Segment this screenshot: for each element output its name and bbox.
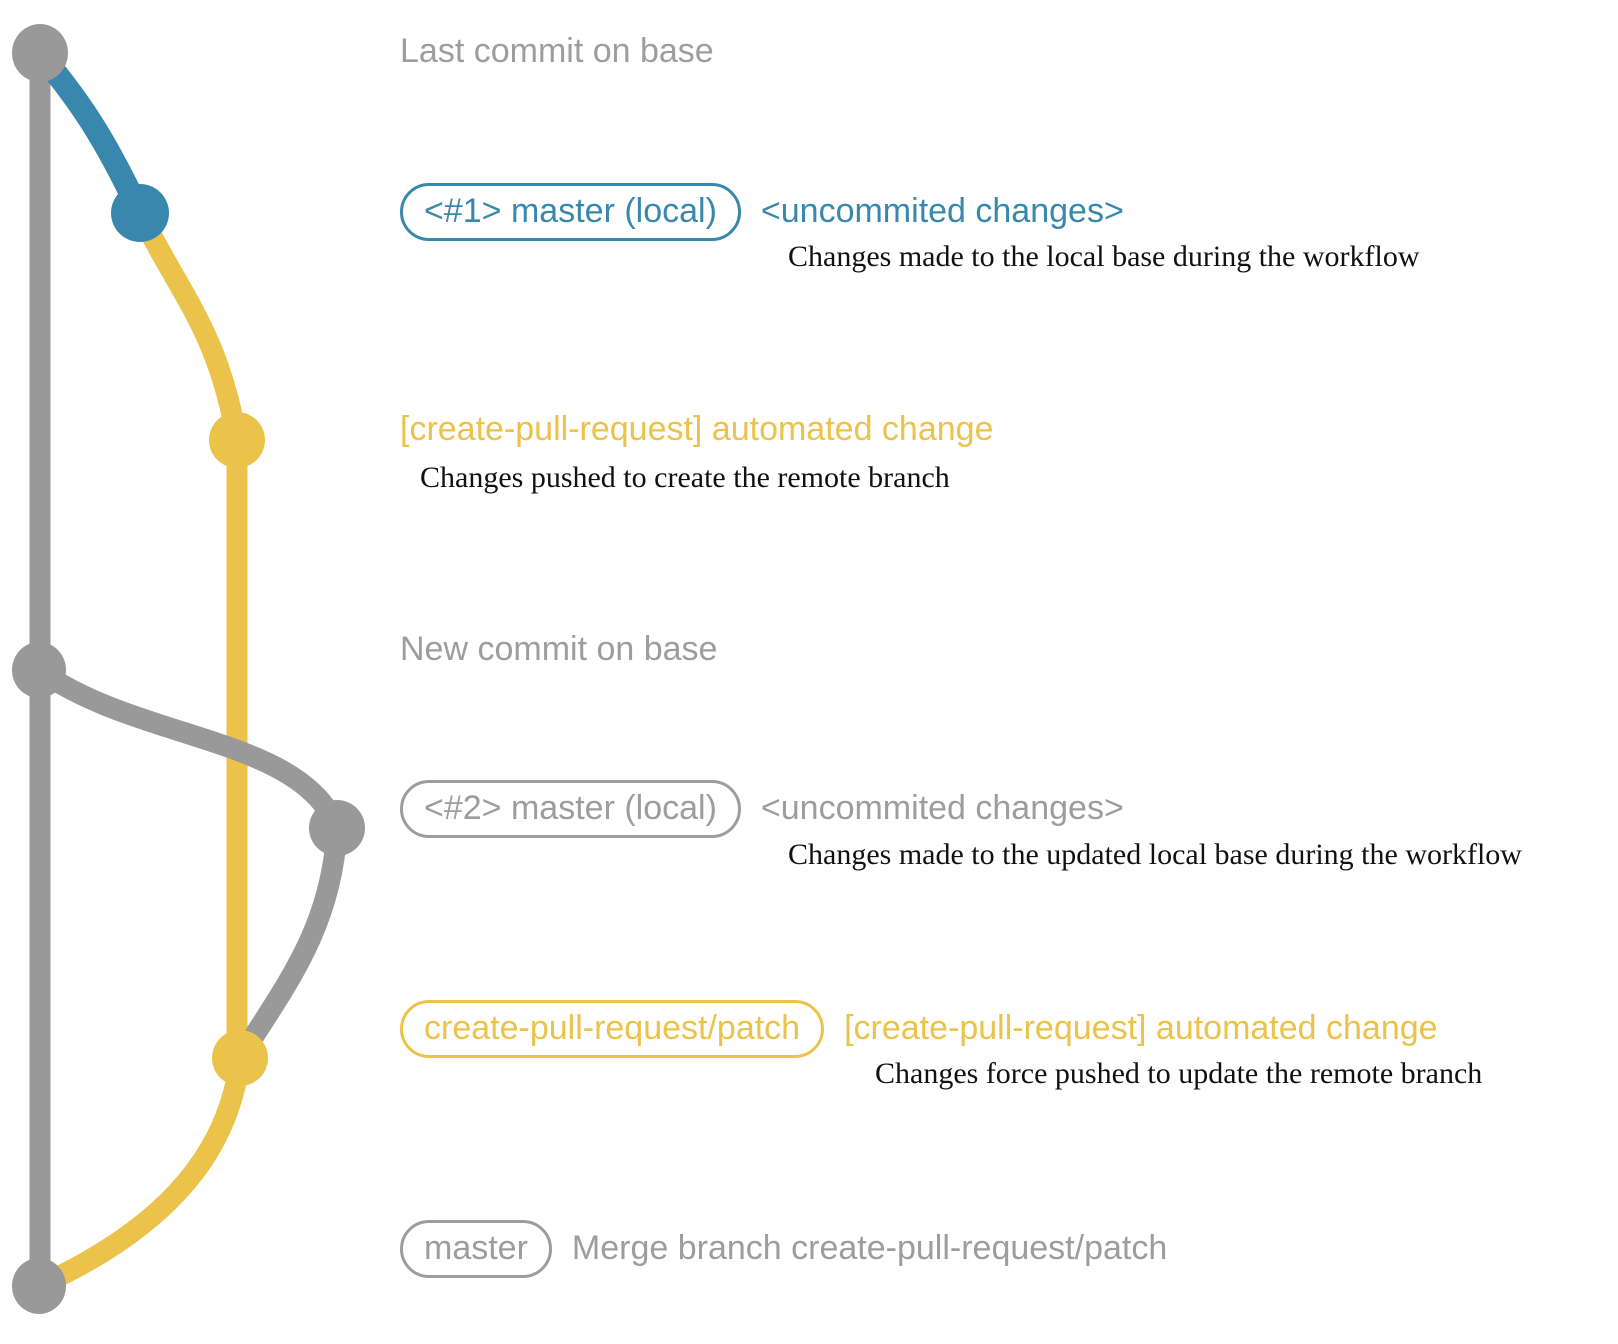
local-commit-2-dot bbox=[309, 800, 365, 856]
force-push-edge bbox=[231, 827, 348, 1064]
commit1-description: Changes made to the local base during th… bbox=[788, 240, 1420, 273]
commit2-row: <#2> master (local) <uncommited changes> bbox=[400, 780, 1124, 838]
last-commit-on-base-dot bbox=[12, 24, 68, 82]
patch-commit-1-dot bbox=[209, 412, 265, 468]
badge-master: master bbox=[400, 1220, 552, 1278]
patch-commit-2-dot bbox=[212, 1030, 268, 1086]
last-commit-label: Last commit on base bbox=[400, 32, 714, 70]
badge-master-local-1: <#1> master (local) bbox=[400, 183, 741, 241]
badge-create-pull-request-patch: create-pull-request/patch bbox=[400, 1000, 825, 1058]
push2-title: [create-pull-request] automated change bbox=[844, 1009, 1438, 1048]
commit2-description: Changes made to the updated local base d… bbox=[788, 838, 1522, 871]
badge-master-local-2: <#2> master (local) bbox=[400, 780, 741, 838]
merge-row: master Merge branch create-pull-request/… bbox=[400, 1220, 1167, 1278]
local-commit-1-dot bbox=[111, 184, 169, 242]
merge-commit-label: Merge branch create-pull-request/patch bbox=[571, 1229, 1168, 1268]
new-commit-label: New commit on base bbox=[400, 630, 718, 668]
patch-branch-create-edge bbox=[130, 208, 248, 442]
local-change-2-edge bbox=[32, 661, 347, 833]
merge-edge bbox=[34, 1056, 251, 1296]
push2-description: Changes force pushed to update the remot… bbox=[875, 1057, 1483, 1090]
merge-commit-dot bbox=[12, 1258, 66, 1314]
push1-title: [create-pull-request] automated change bbox=[400, 410, 994, 448]
new-commit-on-base-dot bbox=[12, 642, 66, 698]
push2-row: create-pull-request/patch [create-pull-r… bbox=[400, 1000, 1438, 1058]
uncommitted-changes-1-label: <uncommited changes> bbox=[760, 192, 1124, 231]
uncommitted-changes-2-label: <uncommited changes> bbox=[760, 789, 1124, 828]
commit1-row: <#1> master (local) <uncommited changes> bbox=[400, 183, 1124, 241]
push1-description: Changes pushed to create the remote bran… bbox=[420, 461, 950, 494]
